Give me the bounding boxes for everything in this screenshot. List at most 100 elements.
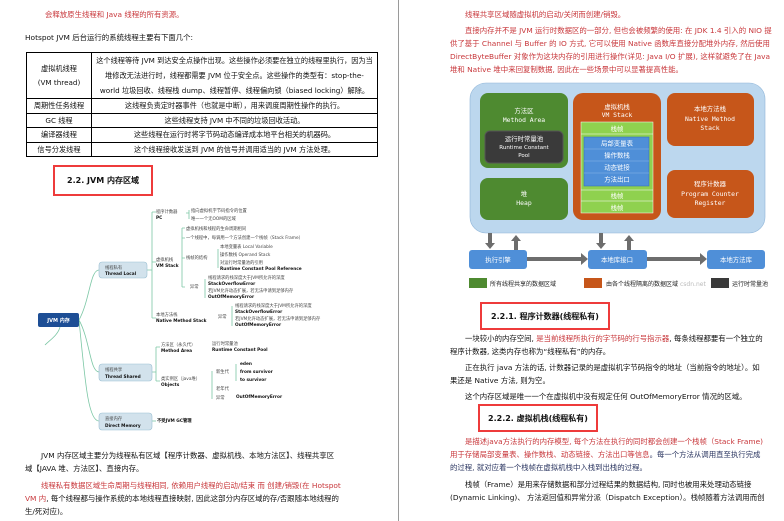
frame-label: 栈帧 — [611, 203, 624, 212]
label: 堆 — [521, 189, 528, 198]
text-line: DirectByteBuffer 对象作为这块内存的引用进行操作(详见: Jav… — [450, 52, 771, 61]
leaf: Runtime Constant Pool — [212, 347, 268, 353]
watermark: csdn.net — [680, 281, 706, 288]
leaf: 若JVM允许动态扩展，若无法申请到足够内存 — [208, 287, 294, 294]
system-threads-table: 虚拟机线程(VM thread)这个线程等待 JVM 到达安全点操作出现。这些操… — [26, 52, 378, 157]
leaf: 类实例区（java堆） — [161, 375, 200, 382]
frame-item: 动态链接 — [604, 163, 630, 172]
native-library-box: 本地方法库 — [707, 250, 765, 269]
frame-item: 操作数栈 — [604, 151, 630, 160]
leaf: Native Method Stack — [156, 318, 207, 324]
table-row: 编译器线程这些线程在运行时将字节码动态编译成本地平台相关的机器码。 — [26, 127, 378, 143]
leaf: StackOverflowError — [208, 281, 256, 287]
leaf: PC — [156, 215, 162, 221]
table-row: 虚拟机线程(VM thread)这个线程等待 JVM 到达安全点操作出现。这些操… — [26, 52, 378, 99]
label: 程序计数器 — [694, 179, 727, 188]
leaf: Runtime Constant Pool Reference — [220, 266, 302, 272]
leaf: 本地变量表 Local Variable — [220, 243, 273, 250]
cell: world 垃圾回收、线程栈 dump、线程暂停、线程偏向锁（biased lo… — [99, 86, 370, 95]
paragraph-direct-memory: 直接内存并不是 JVM 运行时数据区的一部分, 但也会被频繁的使用: 在 JDK… — [450, 24, 775, 76]
leaf: 老年代 — [216, 385, 230, 392]
label: VM Stack — [602, 111, 633, 119]
mindmap-root-node — [38, 313, 79, 327]
leaf: 线程请求的栈深度大于JVM所允许的深度 — [235, 302, 312, 309]
node-label: 直接内存 — [105, 415, 123, 422]
intro-text: 会释放原生线程和 Java 线程的所有资源。 — [45, 10, 184, 19]
leaf: Objects — [161, 382, 180, 388]
leaf: 唯一一个无OOM的区域 — [191, 215, 237, 222]
frame-label: 栈帧 — [611, 124, 624, 133]
cell: 这个线程等待 JVM 到达安全点操作出现。这些操作必须要在独立的线程里执行，因为… — [96, 56, 373, 65]
cell: (VM thread) — [37, 77, 81, 87]
text-line: 堆和 Native 堆中来回复制数据, 因此在一些场景中可以显著提高性能。 — [450, 65, 683, 74]
node-label: 线程私有 — [105, 264, 123, 271]
frame-label: 栈帧 — [611, 191, 624, 200]
text-line: 生/死对应)。 — [25, 507, 68, 516]
leaf: 虚拟机栈和线程的生命周期相同 — [186, 225, 246, 232]
table-row: 周期性任务线程这线程负责定时器事件（也就是中断），用来调度周期性操作的执行。 — [26, 98, 378, 114]
legend: 所有线程共享的数据区域 由各个线程隔离的数据区域 csdn.net 运行时常量池 — [469, 278, 768, 288]
cell: 这线程负责定时器事件（也就是中断），用来调度周期性操作的执行。 — [91, 98, 378, 114]
section-heading-program-counter: 2.2.1. 程序计数器(线程私有) — [480, 302, 610, 330]
text-span: 用于存储局部变量表、操作数栈、动态链接、方法出口等信息 — [450, 450, 650, 459]
text-span: 一块较小的内存空间, — [465, 334, 534, 343]
leaf: OutOfMemoryError — [236, 394, 283, 400]
label: Stack — [700, 124, 719, 132]
mindmap-root-label: JVM 内存 — [46, 317, 69, 324]
leaf: eden — [240, 361, 252, 367]
text-line: 正在执行 java 方法的话, 计数器记录的是虚拟机字节码指令的地址（当前指令的… — [465, 363, 760, 372]
leaf: 对运行时常量池的引用 — [220, 259, 263, 266]
leaf: 线程请求的栈深度大于JVM所允许的深度 — [208, 274, 285, 281]
hotspot-intro: Hotspot JVM 后台运行的系统线程主要有下面几个: — [25, 33, 193, 42]
table-row: GC 线程这些线程支持 JVM 中不同的垃圾回收活动。 — [26, 112, 378, 128]
leaf: 运行时常量池 — [212, 340, 238, 347]
native-interface-box: 本地库接口 — [588, 250, 647, 269]
node-label: Thread Shared — [105, 374, 141, 380]
cell: 周期性任务线程 — [26, 98, 92, 114]
leaf: 程序计数器 — [156, 208, 178, 215]
table-row: 信号分发线程这个线程接收发送到 JVM 的信号并调用适当的 JVM 方法处理。 — [26, 141, 378, 157]
legend-label: 运行时常量池 — [732, 280, 768, 288]
label: Register — [695, 199, 726, 207]
label: 本地方法栈 — [694, 104, 727, 113]
label: 本地方法库 — [720, 255, 753, 264]
node-label: Direct Memory — [105, 423, 141, 429]
leaf: StackOverflowError — [235, 309, 283, 315]
text-line: 果还是 Native 方法, 则为空。 — [450, 376, 550, 385]
leaf: 栈帧的结构 — [186, 254, 208, 261]
text-line: 这个内存区域是唯一一个在虚拟机中没有规定任何 OutOfMemoryError … — [465, 392, 747, 401]
label: Method Area — [503, 116, 545, 124]
text-line: (Dynamic Linking)、 方法返回值和异常分派（Dispatch E… — [450, 493, 765, 502]
paragraph-memory-areas: JVM 内存区域主要分为线程私有区域【程序计数器、虚拟机栈、本地方法区】、线程共… — [25, 449, 380, 518]
cell: 这些线程在运行时将字节码动态编译成本地平台相关的机器码。 — [91, 127, 378, 143]
cell: GC 线程 — [26, 112, 92, 128]
leaf: to survivor — [240, 377, 267, 383]
section-heading-jvm-memory: 2.2. JVM 内存区域 — [53, 165, 153, 196]
leaf: OutOfMemoryError — [208, 294, 255, 300]
text-span: VM 内 — [25, 494, 47, 503]
label: Native Method — [685, 115, 735, 123]
label: 方法区 — [514, 106, 534, 115]
leaf: 异常 — [218, 313, 227, 320]
leaf: OutOfMemoryError — [235, 322, 282, 328]
text-line: 是描述java方法执行的内存模型, 每个方法在执行的同时都会创建一个栈帧（Sta… — [465, 437, 764, 446]
cell: 这个线程接收发送到 JVM 的信号并调用适当的 JVM 方法处理。 — [91, 141, 378, 157]
node-label: 线程共享 — [105, 366, 123, 373]
text-span: , 每条线程都要有一个独立的 — [669, 334, 763, 343]
legend-label: 由各个线程隔离的数据区域 — [606, 280, 678, 288]
execution-engine-box: 执行引擎 — [469, 250, 527, 269]
leaf: 异常 — [190, 283, 199, 290]
section-heading-vm-stack: 2.2.2. 虚拟机栈(线程私有) — [478, 404, 598, 432]
text-line: 栈帧（Frame）是用来存储数据和部分过程结果的数据结构, 同时也被用来处理动态… — [465, 480, 752, 489]
text-line: 程序计数器, 这类内存也称为“线程私有”的内存。 — [450, 347, 611, 356]
text-line: 的过程, 就对应着一个栈帧在虚拟机栈中入栈到出栈的过程。 — [450, 463, 647, 472]
label: 虚拟机栈 — [604, 102, 630, 111]
frame-item: 局部变量表 — [601, 139, 634, 148]
